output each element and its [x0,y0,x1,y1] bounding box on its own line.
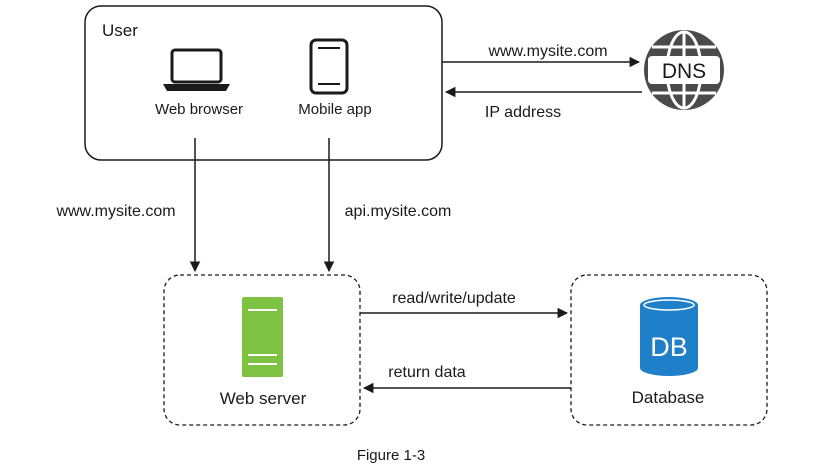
db-icon-text: DB [650,332,688,362]
write-label: read/write/update [392,290,516,307]
web-server-box: Web server [163,274,361,426]
dns-globe-icon: DNS [644,30,724,110]
database-icon: DB [640,297,698,376]
read-label: return data [388,364,465,381]
mobile-to-server-label: api.mysite.com [345,203,452,220]
laptop-icon [163,48,230,91]
server-icon [242,297,283,377]
mobile-app-label: Mobile app [298,101,371,118]
user-group-title: User [102,21,138,40]
database-box: DB Database [570,274,768,426]
dns-response-label: IP address [485,104,561,121]
dns-label: DNS [662,60,706,83]
web-server-label: Web server [220,389,307,408]
dns-request-label: www.mysite.com [487,43,607,60]
database-label: Database [632,388,705,407]
mobile-phone-icon [309,38,349,95]
user-group: User Web browser Mobile app [84,5,443,161]
web-browser-label: Web browser [155,101,243,118]
figure-caption: Figure 1-3 [357,447,425,464]
browser-to-server-label: www.mysite.com [55,203,175,220]
